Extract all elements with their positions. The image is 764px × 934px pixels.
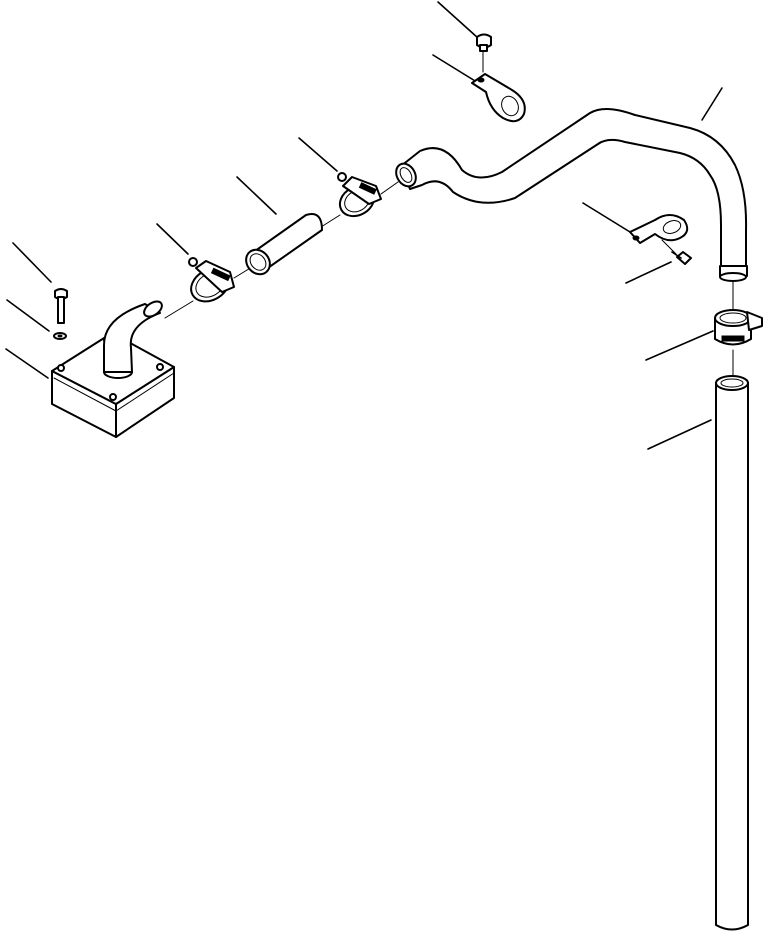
leader-top-bolt [438,2,478,38]
muffler-lid-edge-side [116,373,174,411]
upper-pipe-outlet [720,273,746,281]
muffler-bolt-hole [58,365,64,371]
leader-bolt-left [13,243,51,282]
clamp-vertical-screw-housing [747,312,762,330]
leader-washer [7,300,49,331]
leader-bracket-right [583,203,630,232]
bolt-right-shank [672,252,681,258]
leader-clamp-lower [157,224,188,254]
leader-tail-pipe [648,420,711,449]
washer-left-hole [58,335,62,337]
pipe-bracket-top-body [472,74,525,121]
leader-upper-pipe [702,88,722,120]
elbow-outlet [141,298,164,319]
pipe-bracket-top-hole [478,78,484,82]
clamp-lower-screw-head [189,258,197,266]
tail-pipe-body [716,383,748,930]
pipe-bracket-right-body [630,215,687,243]
muffler-lid-edge [54,378,116,411]
bolt-left [55,289,67,323]
connector-tube-bore [247,251,269,274]
bolt-top [477,35,491,52]
clamp-lower-screw-housing [196,261,234,292]
assembly-centerlines [165,50,733,376]
upper-pipe-outer [401,109,746,273]
connector-tube [241,214,322,279]
axis-elbow-to-clamp [165,301,193,318]
axis-tube-to-clamp [321,215,340,227]
clamp-upper-screw-housing [343,177,381,204]
clamp-vertical-bore [720,313,746,323]
axis-bracket-bolt-right [662,240,676,254]
leader-connector-tube [237,177,276,214]
axis-clamp-to-pipe [381,182,398,194]
washer-left [54,333,66,339]
elbow-pipe [104,298,165,378]
bolt-top-shank [480,45,487,51]
pipe-bracket-top-loop [499,94,522,119]
leader-clamp-upper [299,138,337,171]
leader-top-bracket [433,55,480,84]
muffler-bolt-hole [157,364,163,370]
leader-muffler [6,349,48,378]
pipe-bracket-top [472,74,525,121]
clamp-upper-screw-head [338,173,346,181]
clamp-upper [334,173,381,222]
tail-pipe-top-bore [721,379,743,387]
upper-pipe [392,109,747,281]
tail-pipe-top-rim [716,376,748,390]
clamp-upper-screw [359,183,376,194]
bolt-right-head [677,252,691,264]
bolt-right [672,252,691,264]
leader-clamp-vertical [646,331,713,360]
clamp-lower [185,258,235,308]
clamp-lower-screw [212,268,230,280]
callout-leaders [6,2,722,449]
clamp-vertical [715,310,762,345]
upper-pipe-inlet-bore [398,166,415,185]
clamp-vertical-screw [722,336,744,341]
pipe-bracket-right [630,215,687,243]
leader-bolt-right [626,262,671,283]
muffler-bolt-hole [110,394,116,400]
bolt-left-shank [58,297,64,323]
pipe-bracket-right-hole [633,236,639,240]
tail-pipe [716,376,748,930]
pipe-bracket-right-loop [661,218,682,235]
